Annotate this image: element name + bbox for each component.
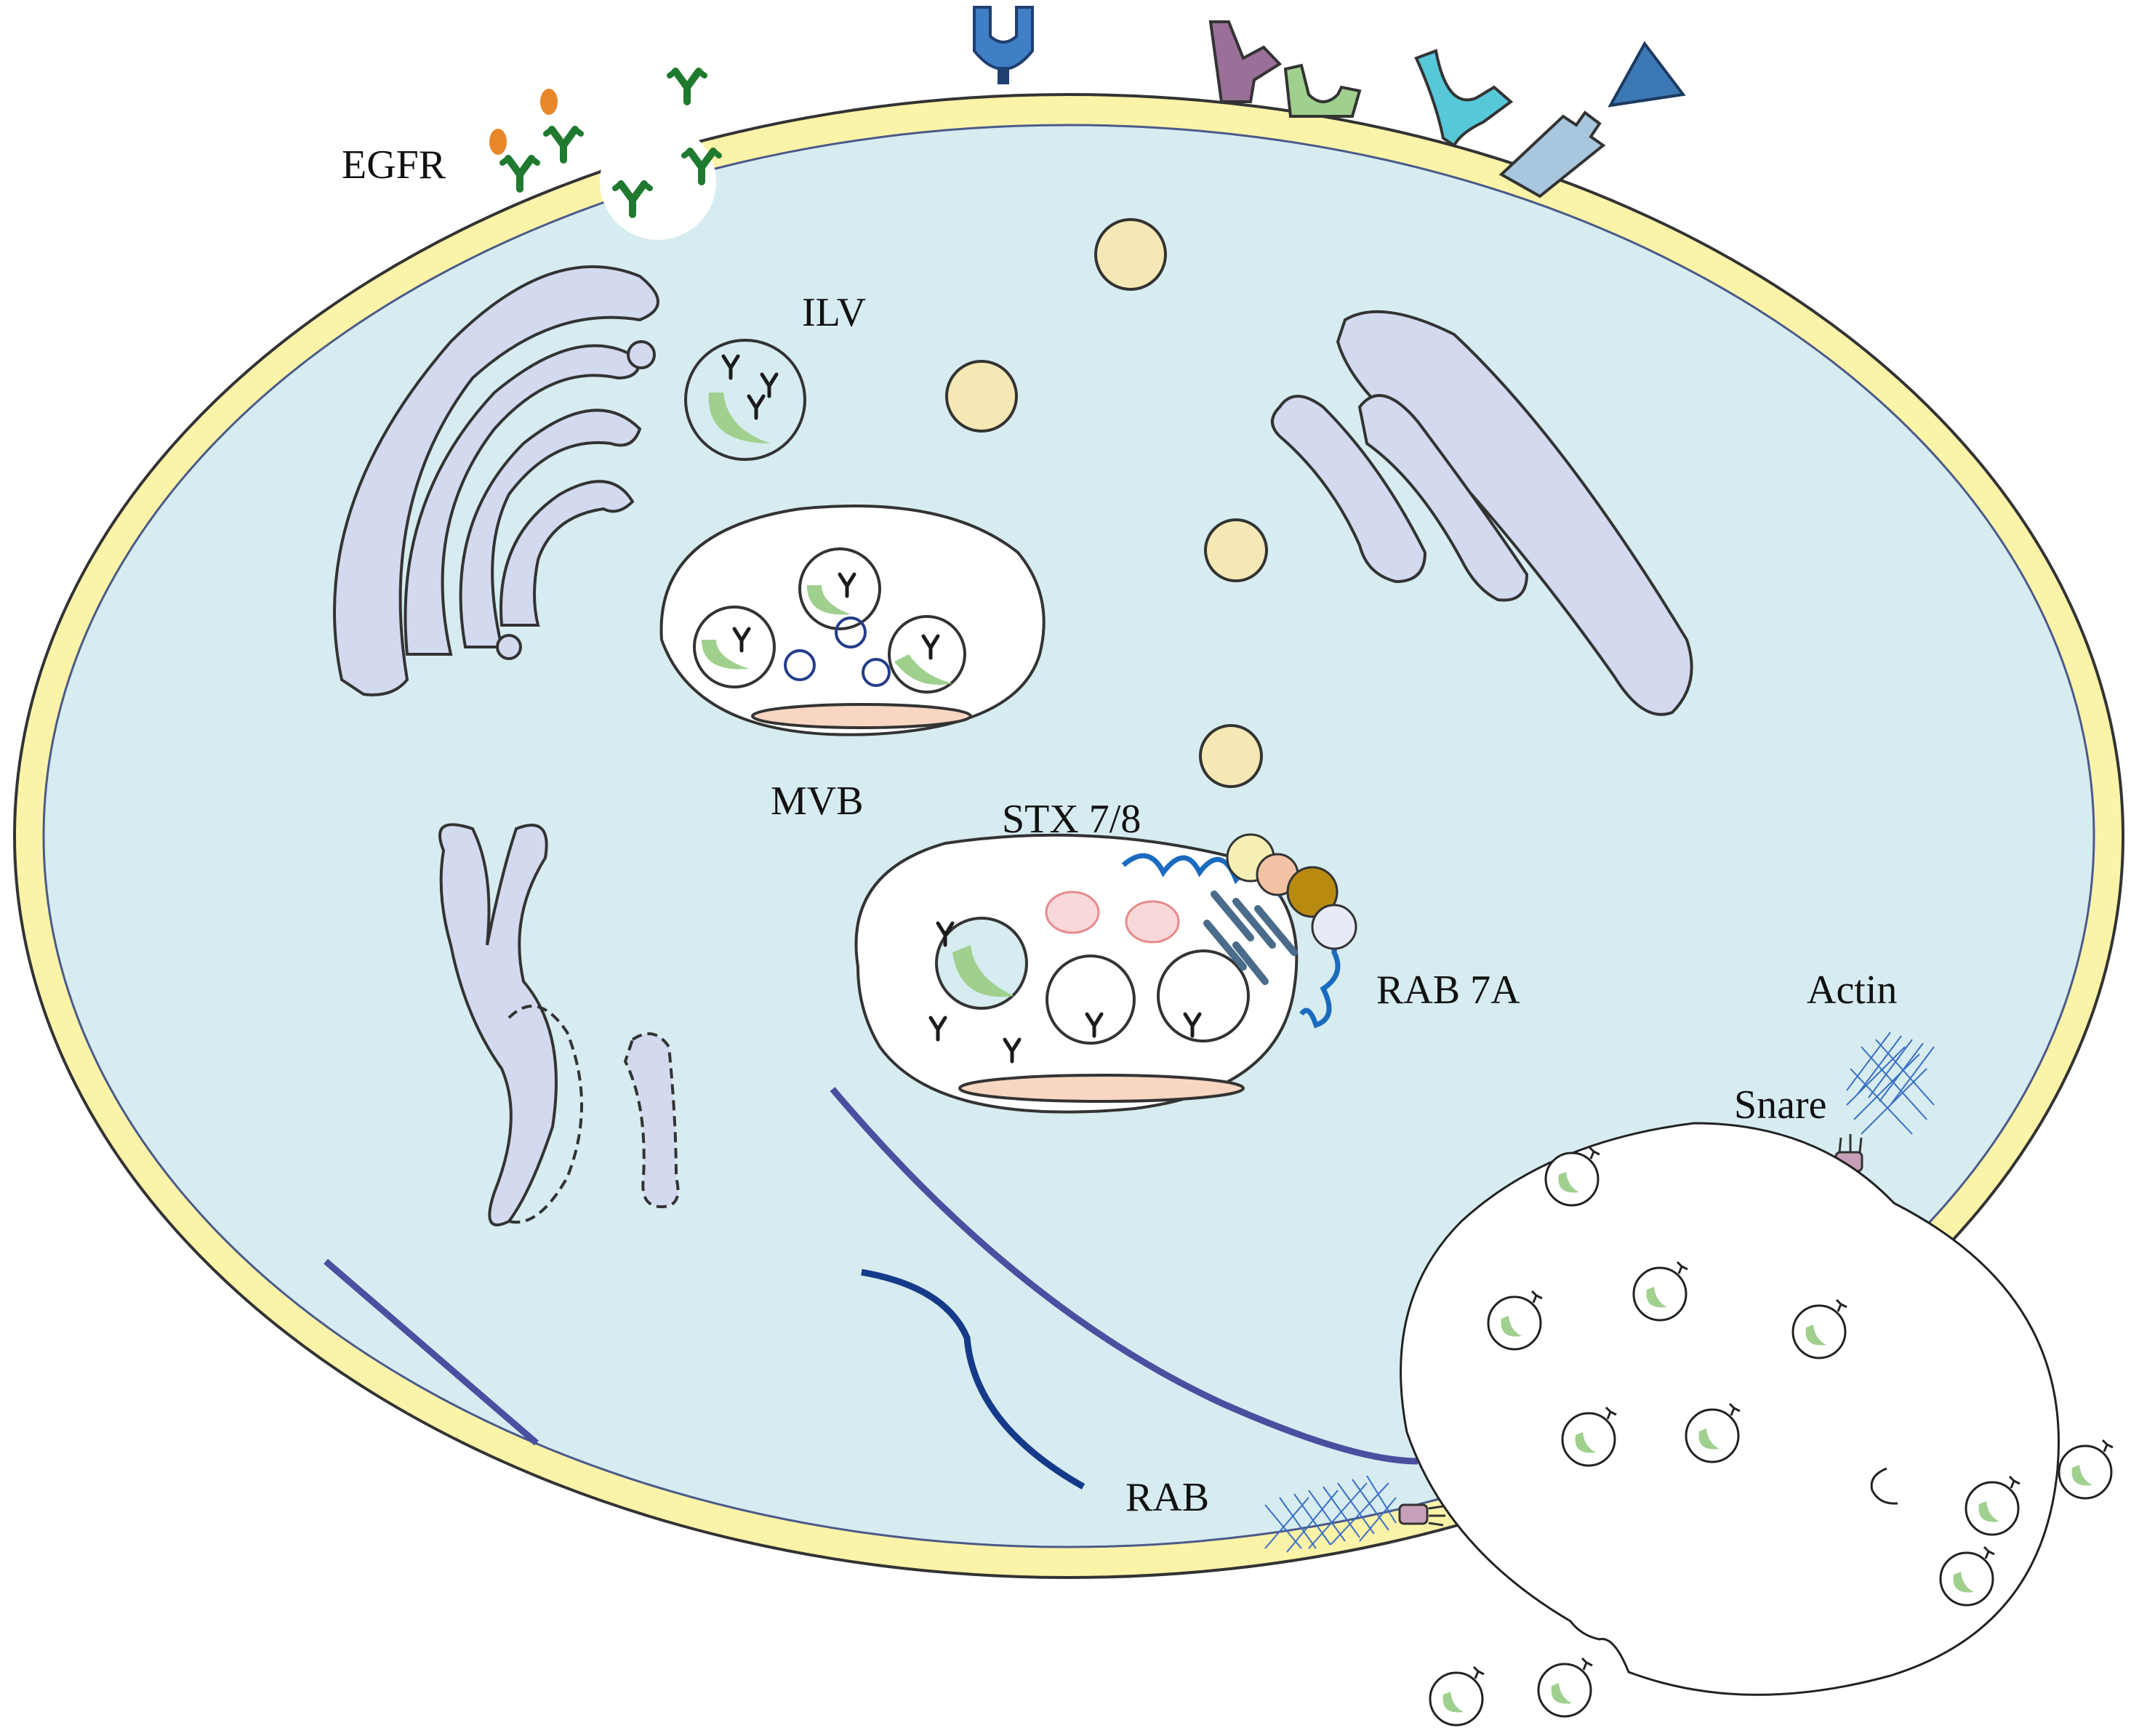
label-mvb: MVB <box>771 779 864 824</box>
endoplasmic-reticulum-right <box>1271 310 1693 716</box>
golgi-apparatus <box>333 265 659 696</box>
late-endosome <box>854 833 1299 1114</box>
label-rab7a: RAB 7A <box>1376 968 1520 1013</box>
snare-icon <box>1398 1134 1863 1527</box>
label-rab: RAB <box>1125 1475 1209 1520</box>
label-stx: STX 7/8 <box>1002 797 1141 842</box>
microtubule <box>830 1087 1418 1465</box>
label-snare: Snare <box>1734 1082 1827 1128</box>
actin-mesh-icon <box>1264 1032 1935 1553</box>
label-ilv: ILV <box>802 290 866 335</box>
mvb <box>659 505 1046 736</box>
endoplasmic-reticulum-left <box>438 823 680 1226</box>
multivesicular-release-body <box>1400 1122 2060 1696</box>
secretory-vesicles <box>945 218 1268 788</box>
rab-filament <box>861 1269 1085 1490</box>
label-egfr: EGFR <box>342 142 446 188</box>
surface-receptors <box>973 6 1686 198</box>
ilv-vesicle <box>684 339 806 461</box>
stx-rab7a-complex <box>1121 833 1357 1029</box>
egfr-receptors <box>489 71 719 214</box>
label-actin: Actin <box>1807 968 1897 1013</box>
microtubule-short <box>324 1258 539 1446</box>
